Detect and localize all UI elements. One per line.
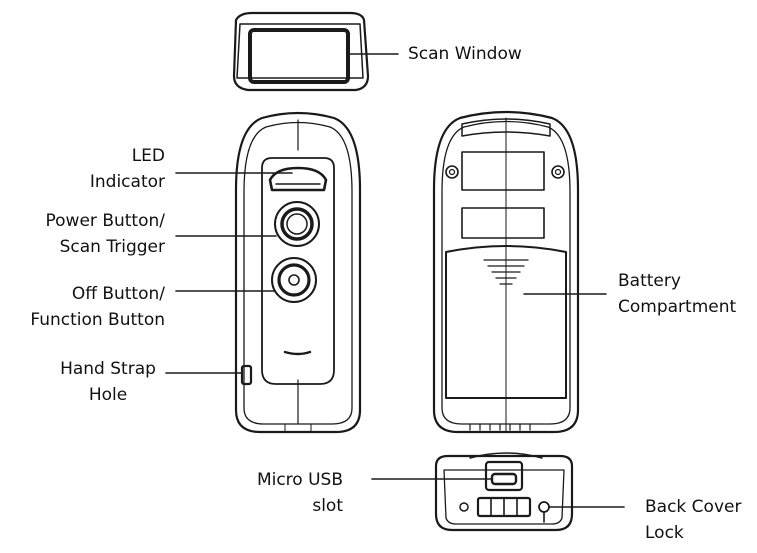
hand-strap-hole-label-line-1: Hand Strap xyxy=(60,359,156,379)
hand-strap-hole-label-line-2: Hole xyxy=(88,385,128,405)
led-indicator-label-line-1: LED xyxy=(131,146,165,166)
off-button-label-line-2: Function Button xyxy=(30,310,165,330)
off-button-label: Off Button/ Function Button xyxy=(30,281,165,333)
power-button-label: Power Button/ Scan Trigger xyxy=(46,208,165,260)
scan-window-label: Scan Window xyxy=(408,44,522,64)
back-cover-lock-label-line-1: Back Cover xyxy=(645,497,742,517)
scan-window-view xyxy=(232,11,370,92)
off-button-label-line-1: Off Button/ xyxy=(71,284,165,304)
scan-window xyxy=(248,28,350,84)
power-button-label-line-2: Scan Trigger xyxy=(59,237,165,257)
back-cover-lock xyxy=(538,501,550,513)
scanner-front-view xyxy=(234,111,362,434)
hand-strap-hole xyxy=(240,364,253,386)
micro-usb-slot-label-line-1: Micro USB xyxy=(256,470,343,490)
hand-strap-hole-label: Hand Strap Hole xyxy=(46,356,170,408)
battery-compartment-label: Battery Compartment xyxy=(618,268,736,320)
power-button-label-line-1: Power Button/ xyxy=(45,211,165,231)
back-cover-lock-label: Back Cover Lock xyxy=(645,494,741,546)
off-button xyxy=(271,257,317,303)
battery-compartment-label-line-2: Compartment xyxy=(618,297,737,317)
micro-usb-slot-label-line-2: slot xyxy=(312,496,343,516)
micro-usb-slot xyxy=(490,472,518,486)
micro-usb-slot-label: Micro USB slot xyxy=(257,467,343,519)
led-indicator xyxy=(268,166,328,192)
battery-compartment-label-line-1: Battery xyxy=(618,271,681,291)
battery-compartment xyxy=(445,245,567,399)
led-indicator-label: LED Indicator xyxy=(90,143,165,195)
led-indicator-label-line-2: Indicator xyxy=(89,172,165,192)
back-cover-lock-label-line-2: Lock xyxy=(645,523,684,543)
power-button xyxy=(274,201,320,247)
scanner-back-view xyxy=(432,110,580,434)
scanner-bottom-view xyxy=(434,452,574,532)
